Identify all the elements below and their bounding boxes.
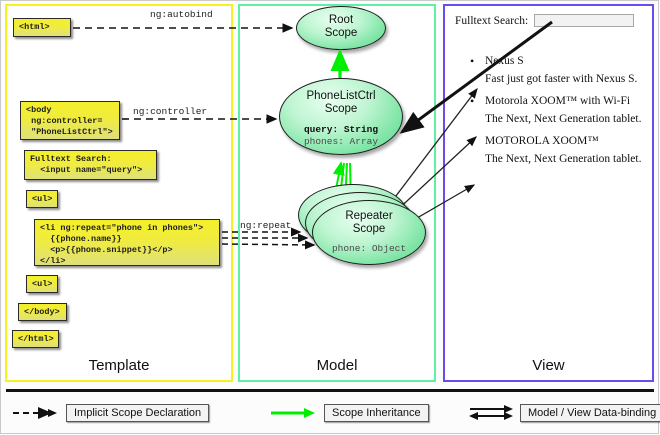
phone-snippet: The Next, Next Generation tablet. <box>485 153 642 165</box>
ng-repeat-label: ng:repeat <box>240 220 292 231</box>
column-label-template: Template <box>88 357 150 374</box>
list-item: • Nexus S Fast just got faster with Nexu… <box>455 54 645 85</box>
legend-model-view-data-binding: Model / View Data-binding <box>468 404 660 422</box>
legend-divider <box>6 389 654 392</box>
dashed-arrow-icon <box>13 407 57 419</box>
view-search-row: Fulltext Search: <box>455 14 645 27</box>
view-search-input[interactable] <box>534 14 635 27</box>
view-search-label: Fulltext Search: <box>455 14 529 27</box>
phone-snippet: Fast just got faster with Nexus S. <box>485 73 638 85</box>
html-close-box: </html> <box>12 330 59 348</box>
li-repeat-box: <li ng:repeat="phone in phones"> {{phone… <box>34 219 220 266</box>
list-item: • MOTOROLA XOOM™ The Next, Next Generati… <box>455 134 645 165</box>
bullet-icon: • <box>470 54 475 68</box>
body-controller-box: <body ng:controller= "PhoneListCtrl"> <box>20 101 120 140</box>
bullet-icon: • <box>470 134 475 148</box>
column-label-model: Model <box>316 357 358 374</box>
double-arrow-icon <box>469 405 513 420</box>
legend-implicit-scope-declaration: Implicit Scope Declaration <box>12 404 210 422</box>
ng-controller-label: ng:controller <box>133 106 208 117</box>
list-item: • Motorola XOOM™ with Wi-Fi The Next, Ne… <box>455 94 645 125</box>
legend: Implicit Scope Declaration Scope Inherit… <box>0 398 660 434</box>
legend-label-databinding: Model / View Data-binding <box>520 404 660 422</box>
ul-close-box: <ul> <box>26 275 58 293</box>
html-open-box: <html> <box>13 18 71 37</box>
legend-label-implicit: Implicit Scope Declaration <box>66 404 210 422</box>
fulltext-search-box: Fulltext Search: <input name="query"> <box>24 150 157 180</box>
view-phone-list: • Nexus S Fast just got faster with Nexu… <box>455 54 645 165</box>
legend-scope-inheritance: Scope Inheritance <box>270 404 429 422</box>
view-content: Fulltext Search: • Nexus S Fast just got… <box>455 14 645 175</box>
phonelistctrl-prop-phones: phones: Array <box>303 136 379 148</box>
phone-name: Nexus S <box>485 55 524 67</box>
phone-name: Motorola XOOM™ with Wi-Fi <box>485 95 631 107</box>
ng-autobind-label: ng:autobind <box>150 9 213 20</box>
repeater-prop-phone: phone: Object <box>331 243 407 255</box>
body-close-box: </body> <box>18 303 67 321</box>
phone-name: MOTOROLA XOOM™ <box>485 135 599 147</box>
legend-label-inheritance: Scope Inheritance <box>324 404 429 422</box>
green-arrow-icon <box>271 408 315 418</box>
phonelistctrl-prop-query: query: String <box>303 124 379 136</box>
column-label-view: View <box>532 357 565 374</box>
ul-open-box: <ul> <box>26 190 58 208</box>
phone-snippet: The Next, Next Generation tablet. <box>485 113 642 125</box>
bullet-icon: • <box>470 94 475 108</box>
